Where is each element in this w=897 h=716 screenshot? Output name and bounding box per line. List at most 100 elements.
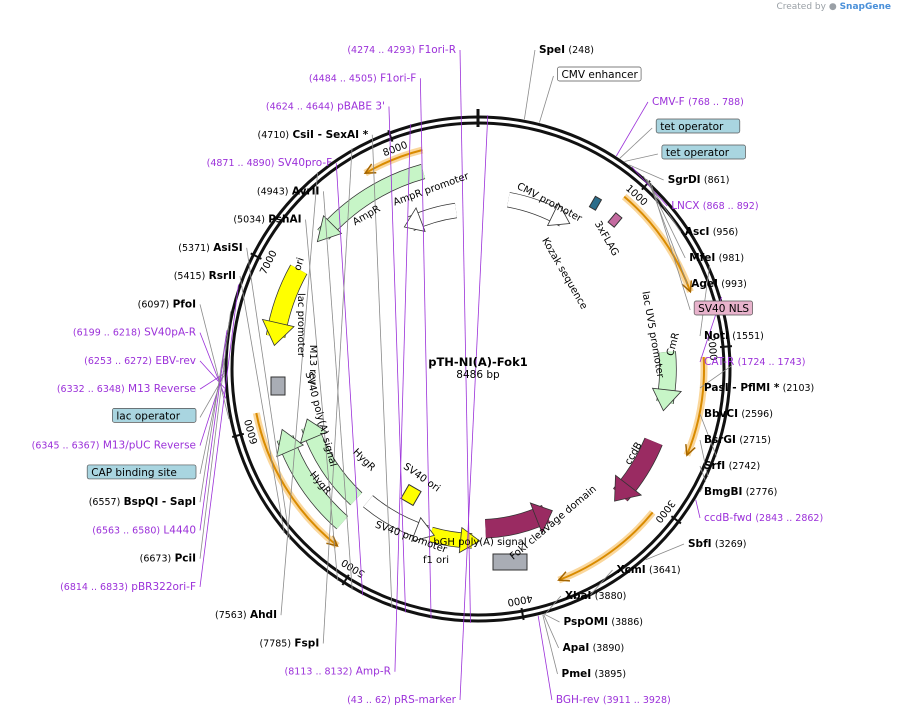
site-position: (956) xyxy=(713,227,739,238)
leader-line xyxy=(239,276,285,534)
site-label: lac operator xyxy=(116,410,180,422)
site-label: SrfI (2742) xyxy=(704,460,760,472)
site-name: SbfI xyxy=(688,538,712,550)
leader-line xyxy=(539,75,554,123)
site-label: PmeI (3895) xyxy=(562,668,627,680)
site-name: FspI xyxy=(294,637,319,649)
site-name: NotI xyxy=(704,330,729,342)
site-position: (7563) xyxy=(215,610,247,621)
tick-mark xyxy=(719,345,733,349)
site-label: (7785) FspI xyxy=(259,637,319,649)
site-name: XcmI xyxy=(617,564,646,576)
site-position: (5371) xyxy=(178,243,210,254)
sv40-arc xyxy=(255,412,339,547)
site-name: SpeI xyxy=(539,44,565,56)
site-name: ccdB-fwd xyxy=(704,512,752,524)
site-name: Amp-R xyxy=(356,666,391,678)
site-position: (6814 .. 6833) xyxy=(60,582,128,593)
site-position: (868 .. 892) xyxy=(703,201,759,212)
site-label-box xyxy=(693,300,753,316)
inner-feature-label: bGH poly(A) signal xyxy=(433,537,526,548)
site-position: (2742) xyxy=(729,461,761,472)
ccdb-fwd-arc xyxy=(558,511,654,582)
cmv-promoter-head xyxy=(546,202,571,227)
attribution-brand: SnapGene xyxy=(839,2,891,12)
leader-line xyxy=(280,172,319,616)
site-position: (3911 .. 3928) xyxy=(603,695,671,706)
site-position: (3895) xyxy=(595,669,627,680)
snapgene-logo-icon: ● xyxy=(828,2,837,12)
site-position: (3890) xyxy=(593,643,625,654)
site-label: AscI (956) xyxy=(685,226,738,238)
leader-line xyxy=(459,115,489,701)
leader-line xyxy=(246,247,291,540)
site-position: (6563 .. 6580) xyxy=(92,525,160,536)
site-position: (5034) xyxy=(233,215,265,226)
site-position: (1724 .. 1743) xyxy=(738,357,806,368)
site-label-box xyxy=(557,66,642,82)
leader-line xyxy=(647,180,688,285)
inner-feature-label: CmR xyxy=(665,331,682,357)
site-position: (2715) xyxy=(739,435,771,446)
leader-line xyxy=(544,613,560,623)
leader-line xyxy=(394,124,411,672)
site-name: BGH-rev xyxy=(556,694,600,706)
site-position: (248) xyxy=(568,45,594,56)
site-name: PasI - PflMI * xyxy=(704,382,780,394)
site-label: SbfI (3269) xyxy=(688,538,747,550)
site-name: BsrGI xyxy=(704,434,736,446)
site-label: PspOMI (3886) xyxy=(564,616,644,628)
site-label: MfeI (981) xyxy=(689,252,744,264)
site-name: SV40pro-F xyxy=(278,157,332,169)
site-label: CMV enhancer xyxy=(561,69,638,81)
site-label: (5371) AsiSI xyxy=(178,242,242,254)
sv40-polya xyxy=(270,376,286,396)
amp-arc-head xyxy=(363,163,377,174)
site-label: BbvCI (2596) xyxy=(704,408,773,420)
sv40-ori xyxy=(400,483,422,507)
site-name: CMV-F xyxy=(652,96,685,108)
site-position: (4710) xyxy=(258,130,290,141)
site-name: SrfI xyxy=(704,460,725,472)
cmr-cds-head xyxy=(651,387,682,412)
site-position: (1551) xyxy=(732,331,764,342)
attribution: Created by ● SnapGene xyxy=(776,2,891,12)
site-position: (6557) xyxy=(89,497,121,508)
site-name: M13/pUC Reverse xyxy=(103,440,196,452)
site-name: EBV-rev xyxy=(155,355,196,367)
site-label: CMV-F (768 .. 788) xyxy=(652,96,744,108)
site-name: MfeI xyxy=(689,252,715,264)
site-position: (768 .. 788) xyxy=(688,97,744,108)
tick-mark xyxy=(250,252,262,260)
site-name: ApaI xyxy=(563,642,590,654)
leader-line xyxy=(545,595,562,615)
tick-mark xyxy=(387,129,394,142)
site-label: (5415) RsrII xyxy=(174,270,236,282)
site-name: L4440 xyxy=(163,524,196,536)
leader-line xyxy=(699,465,707,482)
cmr-outer-arc xyxy=(685,356,706,456)
site-position: (2776) xyxy=(746,487,778,498)
leader-line xyxy=(587,569,613,599)
site-position: (6199 .. 6218) xyxy=(73,328,141,339)
site-position: (861) xyxy=(704,175,730,186)
tick-label: 2000 xyxy=(705,335,718,361)
leader-line xyxy=(542,614,558,675)
leader-lines xyxy=(199,49,733,701)
leader-line xyxy=(629,164,664,181)
ccdb-fwd-arc-head xyxy=(557,571,571,582)
site-name: PfoI xyxy=(173,298,196,310)
leader-line xyxy=(322,148,353,644)
leader-line xyxy=(199,284,239,588)
tick-mark xyxy=(670,515,682,525)
leader-line xyxy=(459,49,471,623)
leader-line xyxy=(650,182,691,311)
site-label: (6673) PciI xyxy=(140,553,196,565)
site-label: ApaI (3890) xyxy=(563,642,625,654)
site-label: (6097) PfoI xyxy=(138,298,196,310)
site-label: tet operator xyxy=(666,147,730,159)
tick-mark xyxy=(520,607,525,621)
site-position: (981) xyxy=(719,253,745,264)
inner-feature-label: M13 rev xyxy=(307,345,318,386)
site-name: AscI xyxy=(685,226,710,238)
